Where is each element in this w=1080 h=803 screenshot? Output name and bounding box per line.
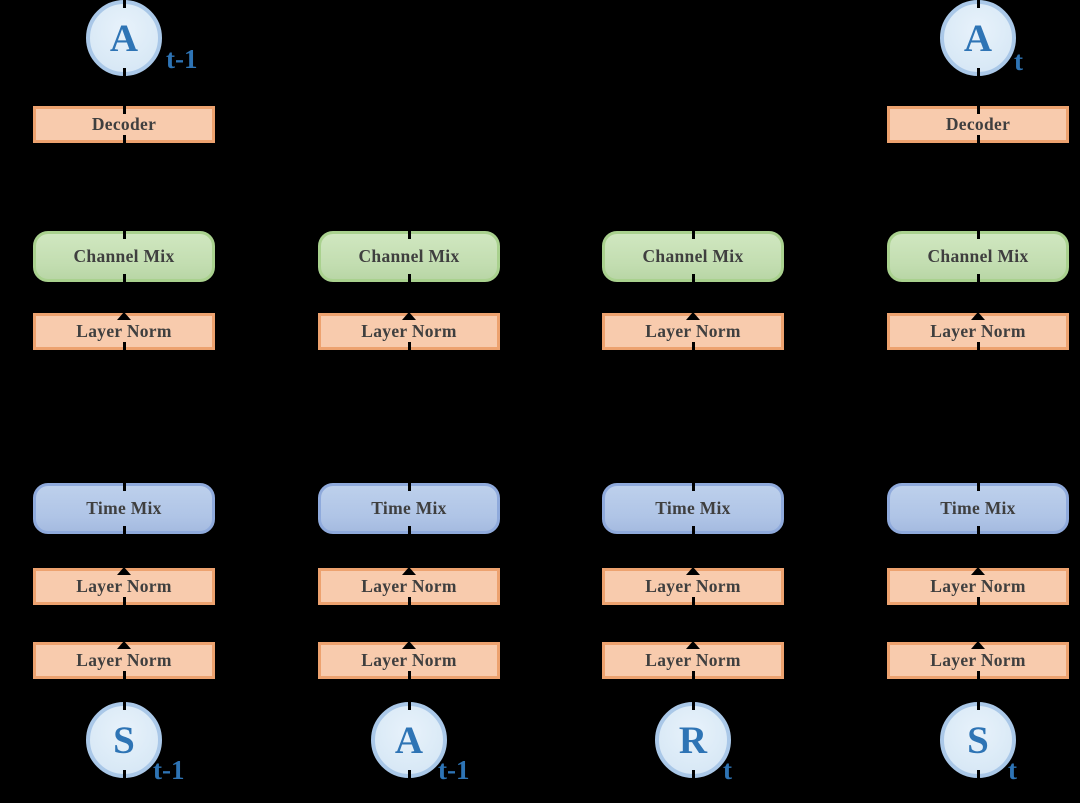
time-mix-block: Time Mix [602,480,784,537]
state-node-subscript: t-1 [438,755,470,785]
channel-mix-block: Channel Mix [318,228,500,285]
layer-norm-block: Layer Norm [887,312,1069,353]
layer-norm-block: Layer Norm [318,567,500,608]
layer-norm-label: Layer Norm [76,321,172,341]
layer-norm-block: Layer Norm [602,312,784,353]
layer-norm-block: Layer Norm [318,312,500,353]
time-mix-block: Time Mix [33,480,215,537]
layer-norm-label: Layer Norm [361,576,457,596]
layer-norm-block: Layer Norm [33,641,215,682]
time-mix-block: Time Mix [318,480,500,537]
layer-norm-block: Layer Norm [602,567,784,608]
layer-norm-label: Layer Norm [645,576,741,596]
state-node-bottom-a-t-1: A [371,701,447,779]
layer-norm-label: Layer Norm [930,576,1026,596]
channel-mix-label: Channel Mix [358,246,460,266]
time-mix-label: Time Mix [940,498,1016,518]
channel-mix-block: Channel Mix [33,228,215,285]
channel-mix-block: Channel Mix [602,228,784,285]
state-node-subscript: t [1008,755,1017,785]
channel-mix-label: Channel Mix [642,246,744,266]
layer-norm-label: Layer Norm [361,321,457,341]
layer-norm-label: Layer Norm [361,650,457,670]
state-node-subscript: t [1014,46,1023,76]
time-mix-label: Time Mix [86,498,162,518]
state-node-letter: A [963,16,993,60]
layer-norm-block: Layer Norm [602,641,784,682]
state-node-subscript: t-1 [153,755,185,785]
layer-norm-block: Layer Norm [33,567,215,608]
state-node-subscript: t-1 [166,44,198,74]
state-node-letter: R [678,718,708,762]
state-node-bottom-r-t: R [655,701,731,779]
decoder-label: Decoder [91,114,157,134]
state-node-top-a-t-1: A [86,0,162,77]
layer-norm-label: Layer Norm [645,321,741,341]
time-mix-label: Time Mix [655,498,731,518]
time-mix-label: Time Mix [371,498,447,518]
layer-norm-block: Layer Norm [33,312,215,353]
state-node-letter: S [113,718,135,762]
channel-mix-block: Channel Mix [887,228,1069,285]
channel-mix-label: Channel Mix [73,246,175,266]
state-node-top-a-t: A [940,0,1016,77]
state-node-bottom-s-t: S [940,701,1016,779]
layer-norm-block: Layer Norm [887,641,1069,682]
layer-norm-label: Layer Norm [930,650,1026,670]
state-node-letter: A [109,16,139,60]
layer-norm-label: Layer Norm [645,650,741,670]
layer-norm-label: Layer Norm [76,576,172,596]
layer-norm-block: Layer Norm [318,641,500,682]
time-mix-block: Time Mix [887,480,1069,537]
state-node-letter: S [967,718,989,762]
layer-norm-block: Layer Norm [887,567,1069,608]
state-node-subscript: t [723,755,732,785]
state-node-bottom-s-t-1: S [86,701,162,779]
layer-norm-label: Layer Norm [930,321,1026,341]
layer-norm-label: Layer Norm [76,650,172,670]
decoder-label: Decoder [945,114,1011,134]
decoder-block: Decoder [887,103,1069,146]
decoder-block: Decoder [33,103,215,146]
channel-mix-label: Channel Mix [927,246,1029,266]
state-node-letter: A [394,718,424,762]
